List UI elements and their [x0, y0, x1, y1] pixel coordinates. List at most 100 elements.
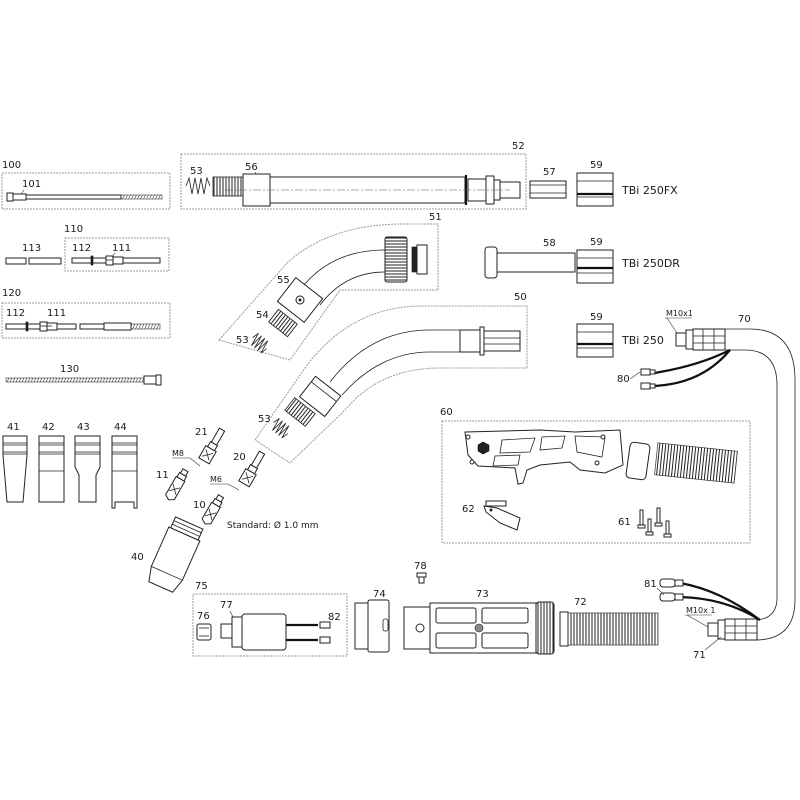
cable-sleeve-bottom — [724, 618, 758, 641]
label-112-b: 112 — [6, 308, 25, 319]
thread-m8: M8 — [172, 449, 184, 458]
label-54: 54 — [256, 310, 269, 321]
label-51: 51 — [429, 212, 442, 223]
neck-50-group: 50 53 — [254, 292, 528, 464]
label-113: 113 — [22, 243, 41, 254]
label-71: 71 — [693, 650, 706, 661]
screw-78 — [416, 572, 427, 578]
handle-adapter-59-a — [576, 172, 614, 207]
liner-tube — [25, 194, 122, 200]
label-62: 62 — [462, 504, 475, 515]
handle-adapter-59-c — [576, 323, 614, 358]
switch-75-group: 75 76 77 82 — [192, 581, 348, 657]
liner-100-group: 100 101 — [1, 160, 171, 210]
label-80: 80 — [617, 374, 630, 385]
trigger-62 — [483, 500, 521, 531]
bottom-parts-group: 74 78 73 72 — [354, 561, 659, 655]
spring-insulator-50 — [284, 397, 316, 427]
label-81: 81 — [644, 579, 657, 590]
neck-nut-51 — [384, 236, 408, 283]
label-55: 55 — [277, 275, 290, 286]
neck-connector-51 — [416, 244, 428, 275]
handle-sleeve-60 — [625, 441, 651, 481]
group-box-50 — [254, 305, 528, 464]
label-70: 70 — [738, 314, 751, 325]
label-112-a: 112 — [72, 243, 91, 254]
group-box-52 — [180, 153, 527, 210]
nozzle-43 — [74, 435, 101, 503]
liner-120-mid-tube — [79, 323, 105, 330]
nut-111-b — [39, 321, 48, 332]
fx-model-parts: 57 59 TBi 250FX — [529, 160, 678, 207]
group-box-75 — [192, 593, 348, 657]
collar-74 — [367, 599, 390, 653]
label-76: 76 — [197, 611, 210, 622]
group-box-51 — [218, 223, 439, 361]
label-44: 44 — [114, 422, 127, 433]
label-78: 78 — [414, 561, 427, 572]
gas-nozzles-group: 41 42 43 44 — [2, 422, 138, 509]
label-20: 20 — [233, 452, 246, 463]
label-75: 75 — [195, 581, 208, 592]
spring-insulator-54 — [268, 308, 298, 338]
spring-72 — [567, 612, 659, 646]
terminal-82-a — [319, 621, 331, 629]
thread-m6: M6 — [210, 475, 222, 484]
label-130: 130 — [60, 364, 79, 375]
label-60: 60 — [440, 407, 453, 418]
insulator-50 — [298, 375, 342, 418]
label-110: 110 — [64, 224, 83, 235]
model-label-dr: TBi 250DR — [621, 257, 680, 270]
gas-nozzle-40 — [148, 516, 204, 593]
control-wire-80-b — [654, 349, 731, 388]
label-53-b: 53 — [236, 335, 249, 346]
liner-130-end — [143, 375, 157, 385]
liner-end-cap — [6, 192, 14, 202]
group-box-60 — [441, 420, 751, 544]
contact-tip-11 — [165, 468, 189, 501]
liner-nipple-101 — [12, 193, 27, 201]
label-101: 101 — [22, 179, 41, 190]
liner-120-sleeve — [103, 322, 132, 331]
spring-53-c — [271, 417, 290, 439]
label-50: 50 — [514, 292, 527, 303]
group-box-110 — [64, 237, 170, 272]
spring-53-a — [185, 176, 211, 195]
label-52: 52 — [512, 141, 525, 152]
nut-76 — [196, 623, 212, 641]
model-label-std: TBi 250 — [621, 334, 664, 347]
dr-model-parts: 58 59 TBi 250DR — [484, 237, 680, 284]
cable-fitting-bottom — [707, 622, 719, 637]
liner-spiral-end — [120, 194, 163, 200]
label-120: 120 — [2, 288, 21, 299]
nozzle-42 — [38, 435, 65, 503]
neck-52-group: 52 53 56 — [180, 141, 527, 210]
o-ring-112-b — [25, 321, 29, 332]
label-73: 73 — [476, 589, 489, 600]
label-58: 58 — [543, 238, 556, 249]
label-41: 41 — [7, 422, 20, 433]
label-56: 56 — [245, 162, 258, 173]
label-82: 82 — [328, 612, 341, 623]
terminal-82-b — [319, 636, 331, 644]
handle-adapter-59-b — [576, 249, 614, 284]
label-72: 72 — [574, 597, 587, 608]
liner-110-group: 110 113 112 111 — [5, 224, 170, 272]
label-40: 40 — [131, 552, 144, 563]
label-100: 100 — [2, 160, 21, 171]
switch-body-75 — [241, 613, 287, 651]
adapter-58 — [496, 252, 576, 273]
clamp-111-a — [112, 256, 124, 265]
tip-holder-21 — [198, 427, 226, 465]
tube-113-a — [5, 257, 27, 265]
screws-61 — [637, 507, 672, 538]
label-53-a: 53 — [190, 166, 203, 177]
contact-tip-10 — [201, 493, 225, 525]
adapter-58-flange — [484, 246, 498, 279]
label-57: 57 — [543, 167, 556, 178]
cable-assembly-group: 70 M10x1 80 81 M10x 1 — [617, 309, 796, 661]
label-74: 74 — [373, 589, 386, 600]
label-111-b: 111 — [47, 308, 66, 319]
adapter-57 — [529, 180, 567, 199]
insulator-spring-56 — [212, 176, 244, 197]
